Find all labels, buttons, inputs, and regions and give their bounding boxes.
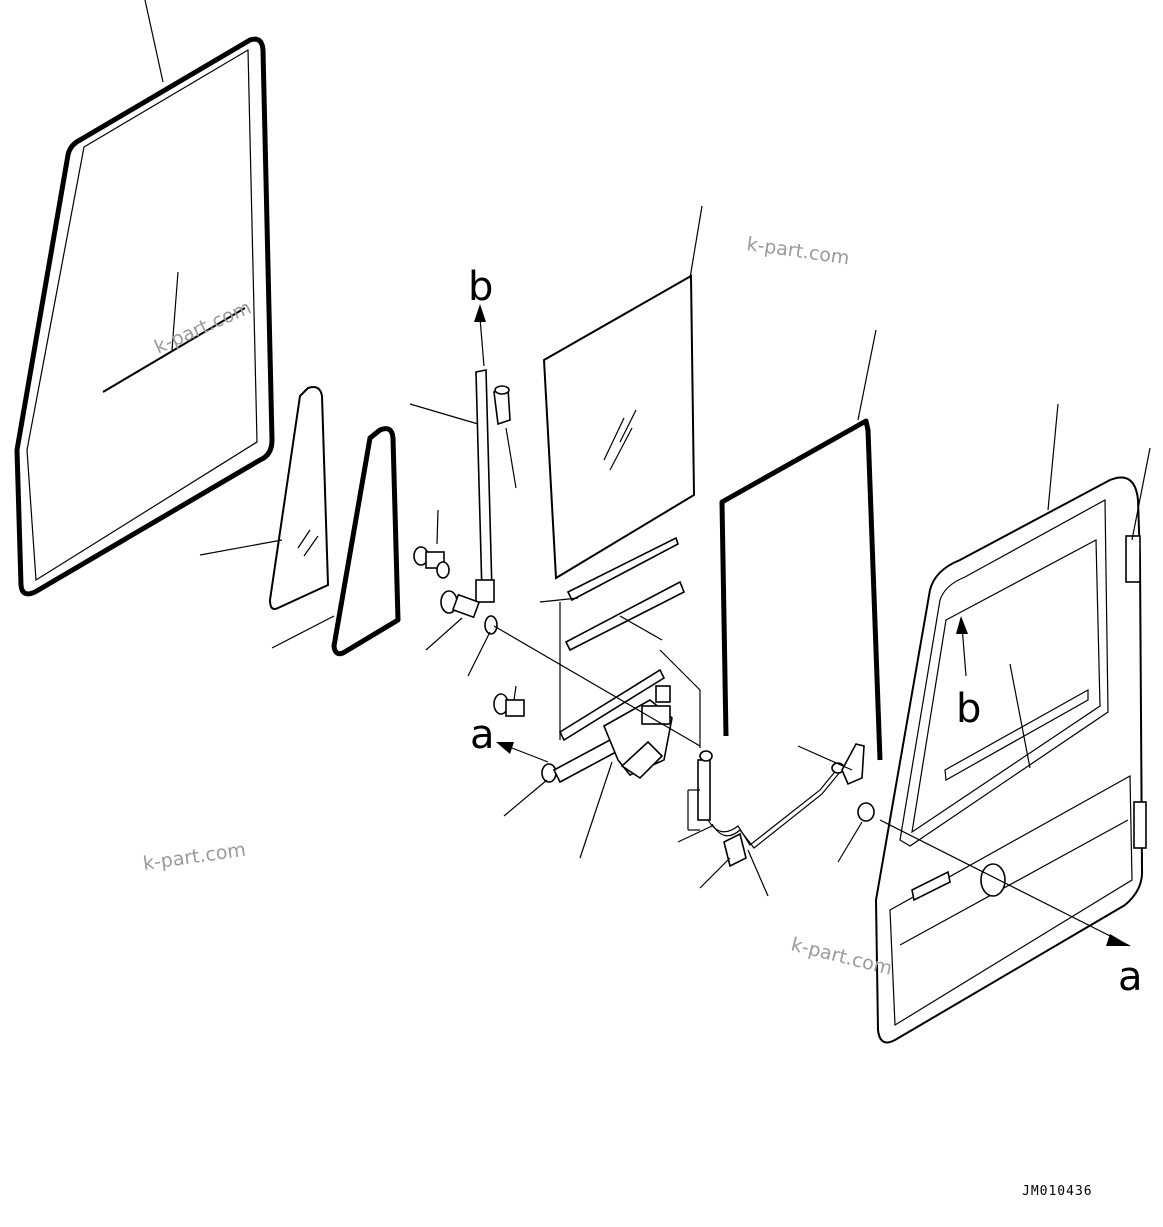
- triangular-frame-seal: [331, 426, 401, 657]
- callout-b-top: b: [468, 264, 493, 310]
- glass-channel-strips: [558, 536, 686, 742]
- callout-a-right: a: [1118, 954, 1143, 1000]
- vertical-guide-channel: [475, 369, 511, 603]
- watermark-4: k-part.com: [789, 934, 895, 980]
- small-triangular-glass: [268, 386, 330, 610]
- side-window-frame: [14, 36, 275, 597]
- door-seal-frame: [719, 418, 883, 761]
- door-panel: [874, 476, 1147, 1044]
- bolt-cluster-lower: [493, 693, 557, 783]
- watermark-2: k-part.com: [745, 233, 851, 269]
- leader-lines: [144, 0, 1151, 947]
- callout-a-left: a: [470, 712, 495, 758]
- callout-b-door: b: [956, 686, 981, 732]
- watermark-3: k-part.com: [142, 839, 248, 875]
- window-regulator: [552, 685, 673, 784]
- watermark-1: k-part.com: [151, 296, 254, 358]
- bolt-cluster-upper: [413, 546, 498, 635]
- door-glass-panel: [542, 274, 696, 580]
- drawing-code: JM010436: [1022, 1184, 1093, 1199]
- cable-assembly: [697, 743, 875, 868]
